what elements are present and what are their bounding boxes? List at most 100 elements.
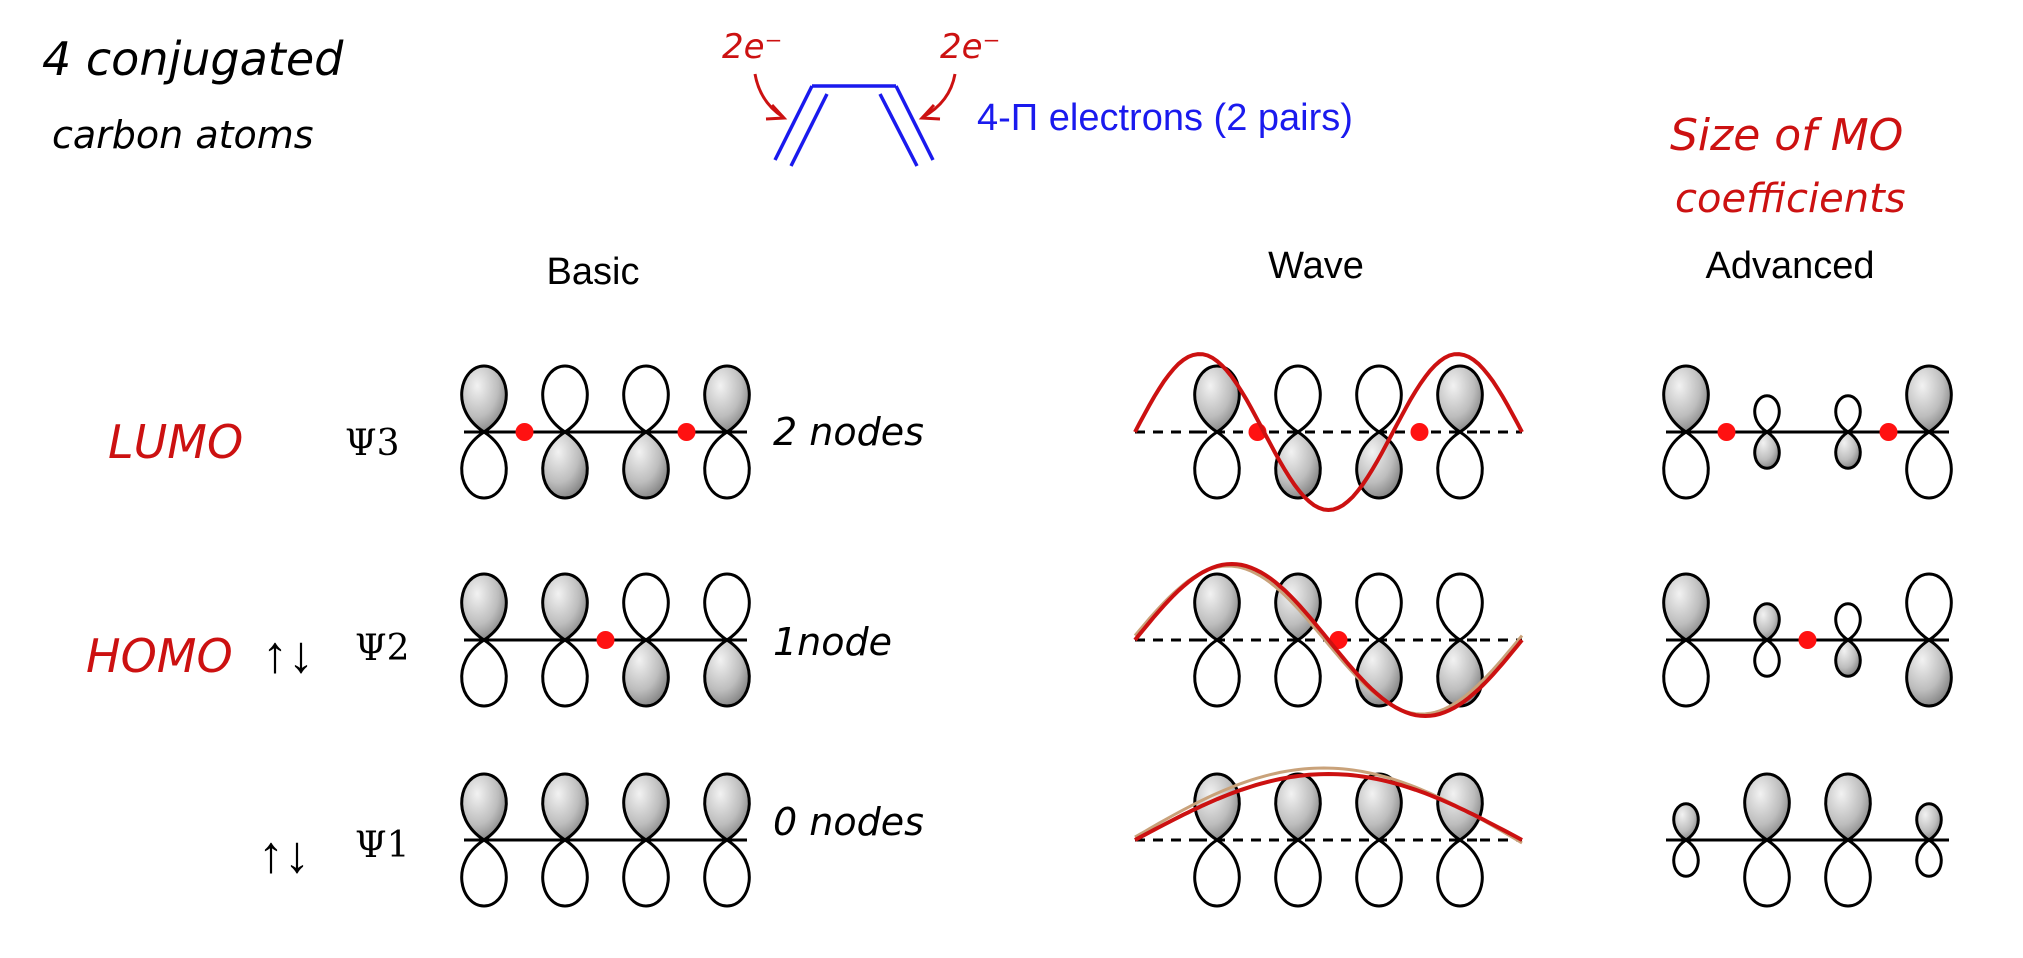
lumo-label: LUMO	[108, 415, 243, 469]
basic-row1-p-orbital-1-bottom-lobe	[460, 430, 508, 500]
basic-row3-p-orbital-2-top-lobe	[541, 772, 589, 842]
wave-row2-p-orbital-4-bottom-lobe	[1436, 638, 1484, 708]
advanced-row3-p-orbital-4-bottom-lobe	[1915, 838, 1943, 878]
wave-row2-curve	[1133, 561, 1524, 719]
basic-row2-p-orbital-4-bottom-lobe	[703, 638, 751, 708]
psi3-nodes-label: 2 nodes	[773, 410, 924, 454]
electron-label-right: 2e⁻	[940, 27, 1001, 67]
basic-row2-p-orbital-2-bottom-lobe	[541, 638, 589, 708]
wave-row3-curve	[1134, 771, 1523, 842]
wave-row3-p-orbital-3-bottom-lobe	[1355, 838, 1403, 908]
homo-electron-pair: ↑↓	[262, 626, 314, 684]
advanced-row1-p-orbital-4-top-lobe	[1905, 364, 1953, 434]
basic-row3-p-orbital-1-bottom-lobe	[460, 838, 508, 908]
advanced-row3-p-orbital-2-top-lobe	[1743, 772, 1791, 842]
basic-row3-p-orbital-3-top-lobe	[622, 772, 670, 842]
advanced-row1-p-orbital-1-bottom-lobe	[1662, 430, 1710, 500]
basic-row3-p-orbital-4-bottom-lobe	[703, 838, 751, 908]
pi-electrons-label: 4-Π electrons (2 pairs)	[977, 97, 1353, 139]
advanced-row2-node-1	[1798, 631, 1817, 649]
advanced-row1-p-orbital-2-top-lobe	[1753, 394, 1781, 434]
wave-row3-p-orbital-1-top-lobe	[1193, 772, 1241, 842]
header-basic: Basic	[547, 251, 640, 293]
wave-row3-p-orbital-4-bottom-lobe	[1436, 838, 1484, 908]
advanced-row1-p-orbital-1-top-lobe	[1662, 364, 1710, 434]
advanced-row3-p-orbital-4-top-lobe	[1915, 802, 1943, 842]
psi1-label: Ψ1	[355, 825, 409, 866]
basic-row1-node-1	[515, 423, 534, 441]
advanced-row2-p-orbital-2-top-lobe	[1753, 602, 1781, 642]
double-bond-left-a	[773, 85, 814, 161]
note-mo-size-line2: coefficients	[1675, 176, 1906, 222]
header-advanced: Advanced	[1705, 245, 1874, 287]
basic-row1-p-orbital-2-bottom-lobe	[541, 430, 589, 500]
basic-row2-node-1	[596, 631, 615, 649]
header-wave: Wave	[1268, 245, 1364, 287]
basic-row1-p-orbital-3-bottom-lobe	[622, 430, 670, 500]
basic-row2-p-orbital-3-top-lobe	[622, 572, 670, 642]
wave-row1-p-orbital-3-bottom-lobe	[1355, 430, 1403, 500]
orbital-layer	[460, 352, 1953, 908]
wave-row2-p-orbital-4-top-lobe	[1436, 572, 1484, 642]
advanced-row1-p-orbital-2-bottom-lobe	[1753, 430, 1781, 470]
double-bond-right-b	[878, 93, 919, 167]
basic-row2-p-orbital-3-bottom-lobe	[622, 638, 670, 708]
wave-row3-p-orbital-1-bottom-lobe	[1193, 838, 1241, 908]
wave-row1-node-2	[1410, 423, 1429, 441]
advanced-row1-p-orbital-3-bottom-lobe	[1834, 430, 1862, 470]
psi3-label: Ψ3	[345, 423, 399, 464]
wave-row1-p-orbital-1-bottom-lobe	[1193, 430, 1241, 500]
basic-row3-p-orbital-3-bottom-lobe	[622, 838, 670, 908]
advanced-row2-p-orbital-1-top-lobe	[1662, 572, 1710, 642]
wave-row1-p-orbital-4-bottom-lobe	[1436, 430, 1484, 500]
basic-row1-p-orbital-4-bottom-lobe	[703, 430, 751, 500]
wave-row1-p-orbital-4-top-lobe	[1436, 364, 1484, 434]
basic-row3-p-orbital-4-top-lobe	[703, 772, 751, 842]
basic-row2-p-orbital-1-top-lobe	[460, 572, 508, 642]
advanced-row3-p-orbital-3-bottom-lobe	[1824, 838, 1872, 908]
advanced-row2-p-orbital-4-bottom-lobe	[1905, 638, 1953, 708]
psi2-nodes-label: 1node	[773, 620, 892, 664]
advanced-row1-p-orbital-3-top-lobe	[1834, 394, 1862, 434]
basic-row1-p-orbital-1-top-lobe	[460, 364, 508, 434]
wave-row2-p-orbital-1-top-lobe	[1193, 572, 1241, 642]
arrow-left-head	[765, 103, 788, 121]
wave-row3-p-orbital-2-top-lobe	[1274, 772, 1322, 842]
electron-label-left: 2e⁻	[722, 27, 783, 67]
note-conjugated-line1: 4 conjugated	[42, 32, 344, 86]
note-mo-size-line1: Size of MO	[1670, 110, 1903, 161]
basic-row1-p-orbital-4-top-lobe	[703, 364, 751, 434]
advanced-row3-p-orbital-2-bottom-lobe	[1743, 838, 1791, 908]
basic-row1-p-orbital-3-top-lobe	[622, 364, 670, 434]
advanced-row1-p-orbital-4-bottom-lobe	[1905, 430, 1953, 500]
arrow-right-head	[918, 103, 941, 121]
advanced-row3-p-orbital-1-top-lobe	[1672, 802, 1700, 842]
basic-row2-p-orbital-1-bottom-lobe	[460, 638, 508, 708]
homo-label: HOMO	[86, 629, 233, 683]
advanced-row3-p-orbital-1-bottom-lobe	[1672, 838, 1700, 878]
basic-row1-node-2	[677, 423, 696, 441]
advanced-row2-p-orbital-3-top-lobe	[1834, 602, 1862, 642]
advanced-row2-p-orbital-1-bottom-lobe	[1662, 638, 1710, 708]
basic-row2-p-orbital-2-top-lobe	[541, 572, 589, 642]
basic-row1-p-orbital-2-top-lobe	[541, 364, 589, 434]
basic-row3-p-orbital-2-bottom-lobe	[541, 838, 589, 908]
basic-row3-p-orbital-1-top-lobe	[460, 772, 508, 842]
double-bond-left-b	[789, 93, 829, 167]
wave-row2-p-orbital-3-top-lobe	[1355, 572, 1403, 642]
advanced-row3-p-orbital-3-top-lobe	[1824, 772, 1872, 842]
wave-row1-p-orbital-3-top-lobe	[1355, 364, 1403, 434]
advanced-row2-p-orbital-4-top-lobe	[1905, 572, 1953, 642]
advanced-row1-node-1	[1717, 423, 1736, 441]
basic-row2-p-orbital-4-top-lobe	[703, 572, 751, 642]
wave-row1-curve	[1133, 352, 1524, 513]
psi1-nodes-label: 0 nodes	[773, 800, 924, 844]
wave-row1-p-orbital-2-top-lobe	[1274, 364, 1322, 434]
wave-row3-p-orbital-2-bottom-lobe	[1274, 838, 1322, 908]
advanced-row1-node-2	[1879, 423, 1898, 441]
wave-row1-p-orbital-1-top-lobe	[1193, 364, 1241, 434]
butadiene-structure	[773, 84, 935, 167]
double-bond-right-a	[894, 85, 935, 161]
advanced-row2-p-orbital-3-bottom-lobe	[1834, 638, 1862, 678]
